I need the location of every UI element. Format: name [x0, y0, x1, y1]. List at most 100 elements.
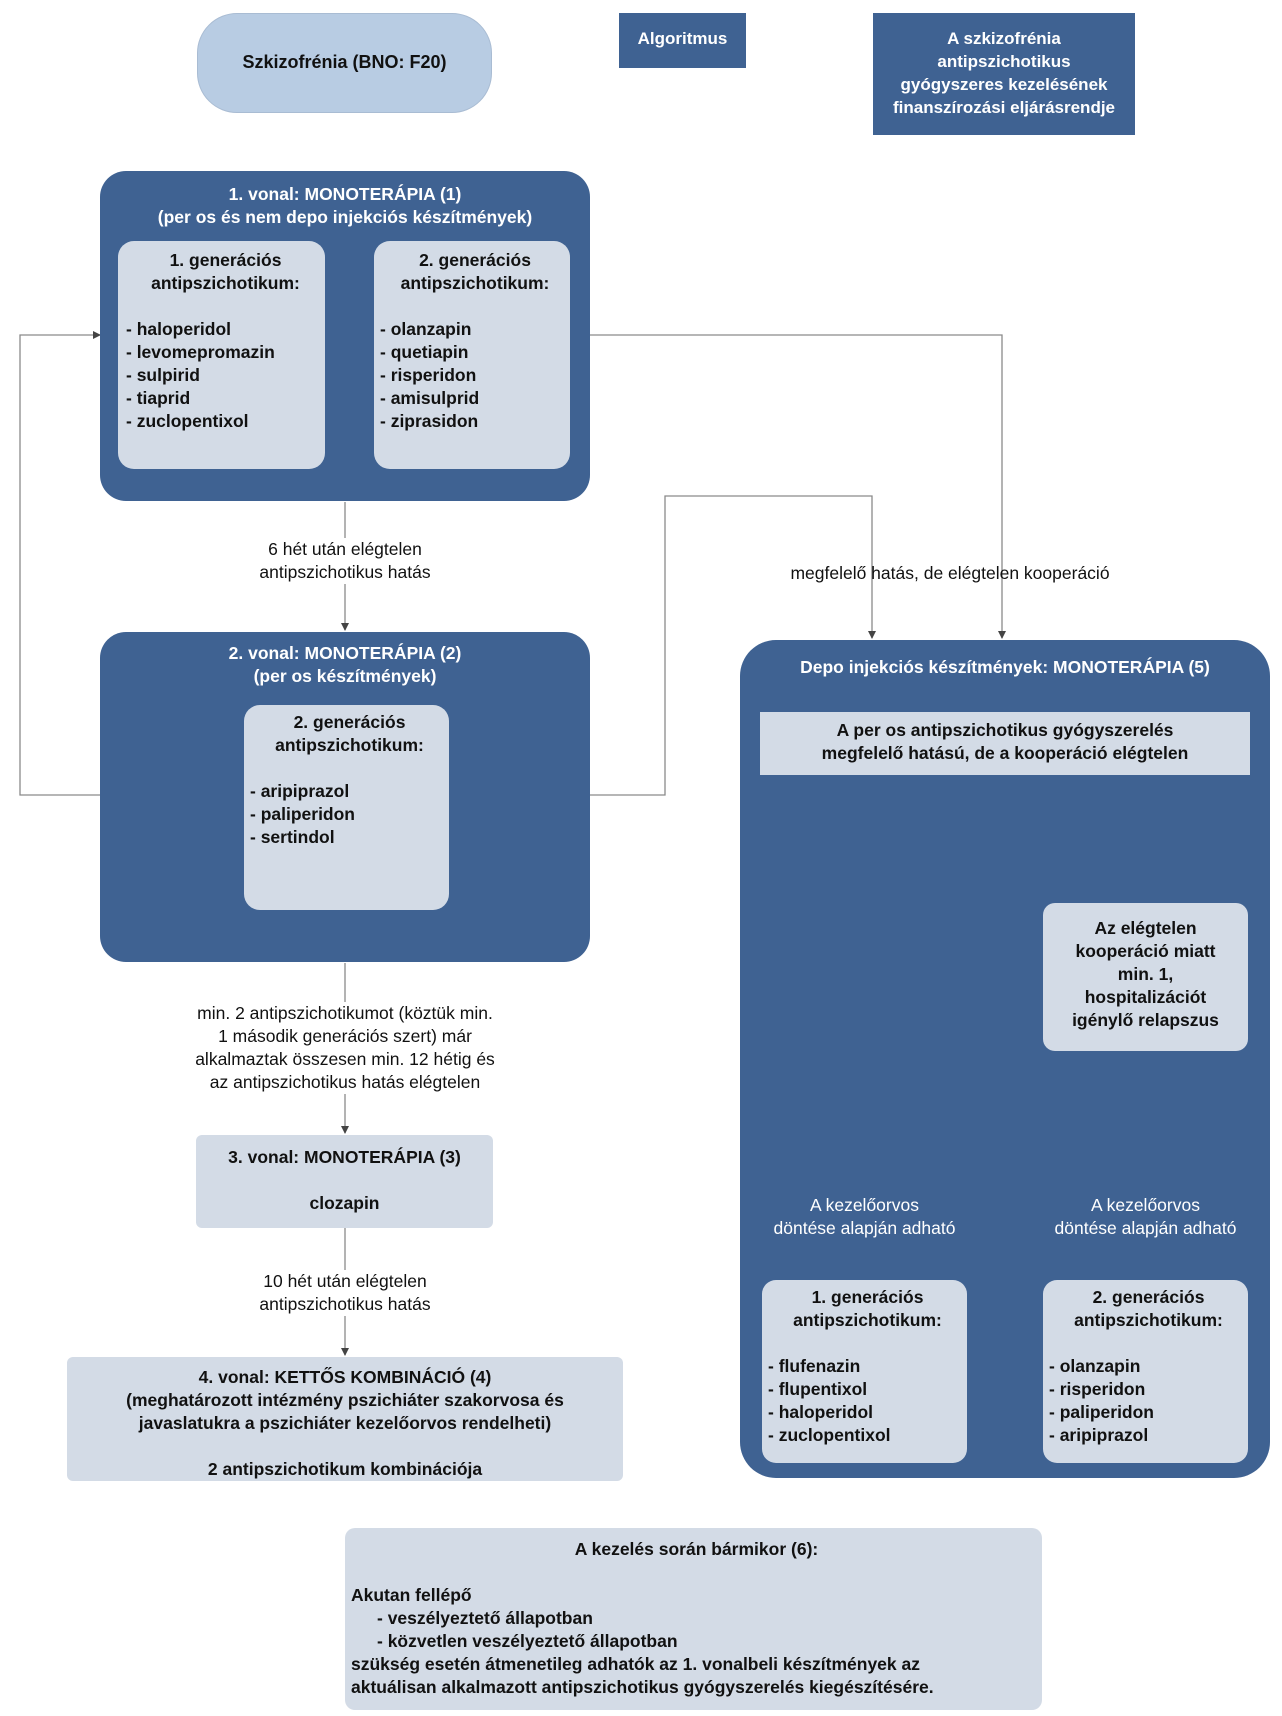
transition-line: 10 hét után elégtelen — [263, 1271, 427, 1291]
gen-heading: antipszichotikum: — [151, 273, 300, 293]
line4-text: javaslatukra a pszichiáter kezelőorvos r… — [138, 1413, 552, 1433]
gen-heading: 2. generációs — [293, 712, 406, 732]
line1-gen1-list: - haloperidol - levomepromazin - sulpiri… — [126, 318, 325, 433]
depot-condition-box: A per os antipszichotikus gyógyszerelés … — [760, 712, 1250, 775]
anytime-item: - közvetlen veszélyeztető állapotban — [377, 1631, 678, 1651]
decision-line: döntése alapján adható — [773, 1218, 956, 1238]
gen-heading: antipszichotikum: — [275, 735, 424, 755]
relapse-line: hospitalizációt — [1084, 987, 1207, 1007]
cooperation-label: megfelelő hatás, de elégtelen kooperáció — [750, 562, 1150, 585]
line4-text: (meghatározott intézmény pszichiáter sza… — [126, 1390, 564, 1410]
document-title: A szkizofrénia antipszichotikus gyógysze… — [873, 13, 1135, 135]
transition3-label: 10 hét után elégtelen antipszichotikus h… — [205, 1270, 485, 1316]
list-item: - quetiapin — [380, 342, 469, 362]
arrow-line1-to-depot — [590, 334, 1006, 639]
list-item: - olanzapin — [1049, 1356, 1141, 1376]
list-item: - zuclopentixol — [126, 411, 249, 431]
transition-line: 1 második generációs szert) már — [218, 1026, 472, 1046]
gen-heading: 1. generációs — [169, 250, 282, 270]
list-item: - sertindol — [250, 827, 335, 847]
line2-gen2-list: - aripiprazol - paliperidon - sertindol — [250, 780, 449, 849]
algoritmus-text: Algoritmus — [637, 29, 728, 48]
transition1-label: 6 hét után elégtelen antipszichotikus ha… — [195, 538, 495, 584]
line4-title: 4. vonal: KETTŐS KOMBINÁCIÓ (4) — [198, 1367, 492, 1387]
gen-heading: 2. generációs — [419, 250, 531, 270]
transition-line: az antipszichotikus hatás elégtelen — [209, 1072, 481, 1092]
list-item: - risperidon — [380, 365, 477, 385]
decision-line: A kezelőorvos — [1091, 1195, 1200, 1215]
list-item: - tiaprid — [126, 388, 191, 408]
list-item: - haloperidol — [768, 1402, 873, 1422]
anytime-title: A kezelés során bármikor (6): — [574, 1539, 819, 1559]
anytime-outro: szükség esetén átmenetileg adhatók az 1.… — [351, 1654, 920, 1674]
title-line: finanszírozási eljárásrendje — [892, 98, 1116, 117]
list-item: - ziprasidon — [380, 411, 479, 431]
anytime-box: A kezelés során bármikor (6): Akutan fel… — [345, 1528, 1042, 1710]
decision-left-label: A kezelőorvos döntése alapján adható — [752, 1194, 977, 1240]
depot-gen2-box: 2. generációs antipszichotikum: - olanza… — [1043, 1280, 1248, 1463]
title-line: antipszichotikus — [937, 52, 1071, 71]
list-item: - sulpirid — [126, 365, 200, 385]
relapse-line: kooperáció miatt — [1075, 941, 1216, 961]
depot-gen2-list: - olanzapin - risperidon - paliperidon -… — [1049, 1355, 1248, 1447]
transition-line: antipszichotikus hatás — [259, 1294, 431, 1314]
gen-heading: 2. generációs — [1092, 1287, 1205, 1307]
arrow-line2-to-depot — [590, 495, 876, 796]
gen-heading: 1. generációs — [811, 1287, 924, 1307]
condition-line: megfelelő hatású, de a kooperáció elégte… — [821, 743, 1189, 763]
line1-box: 1. vonal: MONOTERÁPIA (1) (per os és nem… — [100, 171, 590, 501]
relapse-line: Az elégtelen — [1094, 918, 1197, 938]
list-item: - flufenazin — [768, 1356, 861, 1376]
list-item: - haloperidol — [126, 319, 231, 339]
list-item: - amisulprid — [380, 388, 480, 408]
line4-box: 4. vonal: KETTŐS KOMBINÁCIÓ (4) (meghatá… — [67, 1357, 623, 1481]
list-item: - olanzapin — [380, 319, 472, 339]
gen-heading: antipszichotikum: — [793, 1310, 942, 1330]
line3-title: 3. vonal: MONOTERÁPIA (3) — [228, 1147, 461, 1167]
list-item: - zuclopentixol — [768, 1425, 891, 1445]
list-item: - levomepromazin — [126, 342, 275, 362]
transition-line: antipszichotikus hatás — [259, 562, 431, 582]
line1-title: 1. vonal: MONOTERÁPIA (1) — [228, 184, 462, 204]
start-node: Szkizofrénia (BNO: F20) — [197, 13, 492, 113]
title-line: A szkizofrénia — [947, 29, 1061, 48]
line3-drug: clozapin — [309, 1193, 380, 1213]
list-item: - aripiprazol — [250, 781, 350, 801]
algoritmus-label: Algoritmus — [619, 13, 746, 68]
line3-box: 3. vonal: MONOTERÁPIA (3) clozapin — [196, 1135, 493, 1228]
list-item: - aripiprazol — [1049, 1425, 1149, 1445]
anytime-item: - veszélyeztető állapotban — [377, 1608, 593, 1628]
list-item: - flupentixol — [768, 1379, 868, 1399]
depot-gen1-list: - flufenazin - flupentixol - haloperidol… — [768, 1355, 967, 1447]
list-item: - paliperidon — [250, 804, 355, 824]
title-line: gyógyszeres kezelésének — [900, 75, 1108, 94]
decision-line: A kezelőorvos — [810, 1195, 919, 1215]
line1-subtitle: (per os és nem depo injekciós készítmény… — [157, 207, 533, 227]
condition-line: A per os antipszichotikus gyógyszerelés — [836, 720, 1174, 740]
list-item: - paliperidon — [1049, 1402, 1154, 1422]
decision-line: döntése alapján adható — [1054, 1218, 1237, 1238]
line1-gen2-box: 2. generációs antipszichotikum: - olanza… — [374, 241, 570, 469]
line2-box: 2. vonal: MONOTERÁPIA (2) (per os készít… — [100, 632, 590, 962]
relapse-line: igénylő relapszus — [1072, 1010, 1219, 1030]
relapse-line: min. 1, — [1117, 964, 1174, 984]
gen-heading: antipszichotikum: — [400, 273, 550, 293]
cooperation-text: megfelelő hatás, de elégtelen kooperáció — [790, 563, 1110, 583]
line4-bottom: 2 antipszichotikum kombinációja — [207, 1459, 483, 1479]
line1-gen1-box: 1. generációs antipszichotikum: - halope… — [118, 241, 325, 469]
transition2-label: min. 2 antipszichotikumot (köztük min. 1… — [155, 1002, 535, 1094]
anytime-intro: Akutan fellépő — [351, 1585, 472, 1605]
transition-line: alkalmaztak összesen min. 12 hétig és — [195, 1049, 495, 1069]
gen-heading: antipszichotikum: — [1074, 1310, 1223, 1330]
transition-line: 6 hét után elégtelen — [268, 539, 422, 559]
depot-gen1-box: 1. generációs antipszichotikum: - flufen… — [762, 1280, 967, 1463]
transition-line: min. 2 antipszichotikumot (köztük min. — [197, 1003, 493, 1023]
line2-title: 2. vonal: MONOTERÁPIA (2) — [228, 643, 462, 663]
list-item: - risperidon — [1049, 1379, 1146, 1399]
line2-gen2-box: 2. generációs antipszichotikum: - aripip… — [244, 705, 449, 910]
anytime-outro: aktuálisan alkalmazott antipszichotikus … — [351, 1677, 934, 1697]
decision-right-label: A kezelőorvos döntése alapján adható — [1033, 1194, 1258, 1240]
relapse-box: Az elégtelen kooperáció miatt min. 1, ho… — [1043, 903, 1248, 1051]
start-node-label: Szkizofrénia (BNO: F20) — [242, 52, 447, 72]
arrow-line2-back-to-line1 — [19, 331, 101, 796]
